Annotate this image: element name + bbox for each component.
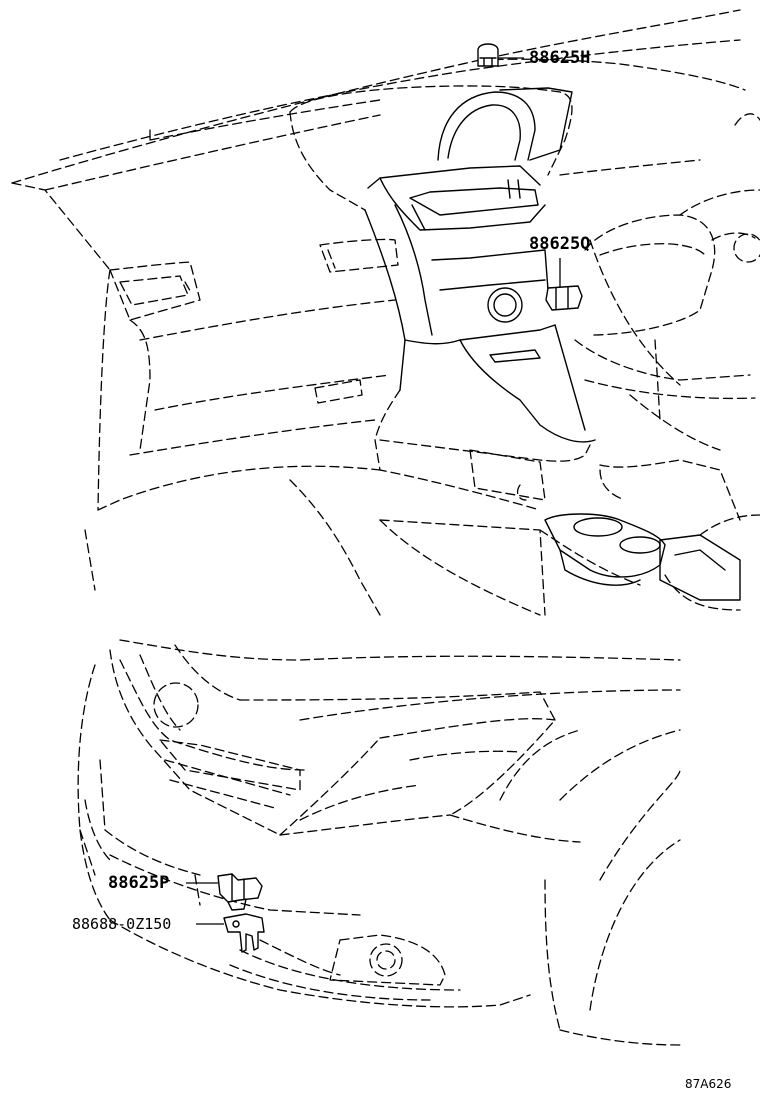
front-bumper-view xyxy=(77,639,681,1046)
reference-code: 87A626 xyxy=(685,1077,732,1091)
dashboard-view xyxy=(11,9,760,616)
part-88688-0Z150-bracket xyxy=(196,913,265,953)
label-88688-0Z150: 88688-0Z150 xyxy=(72,915,172,933)
part-88625Q-sensor xyxy=(545,258,583,311)
part-88625H-sensor xyxy=(477,43,524,67)
label-88625Q: 88625Q xyxy=(529,234,591,254)
label-88625H: 88625H xyxy=(529,48,591,68)
part-88625P-sensor xyxy=(186,873,263,911)
label-88625P: 88625P xyxy=(108,873,170,893)
